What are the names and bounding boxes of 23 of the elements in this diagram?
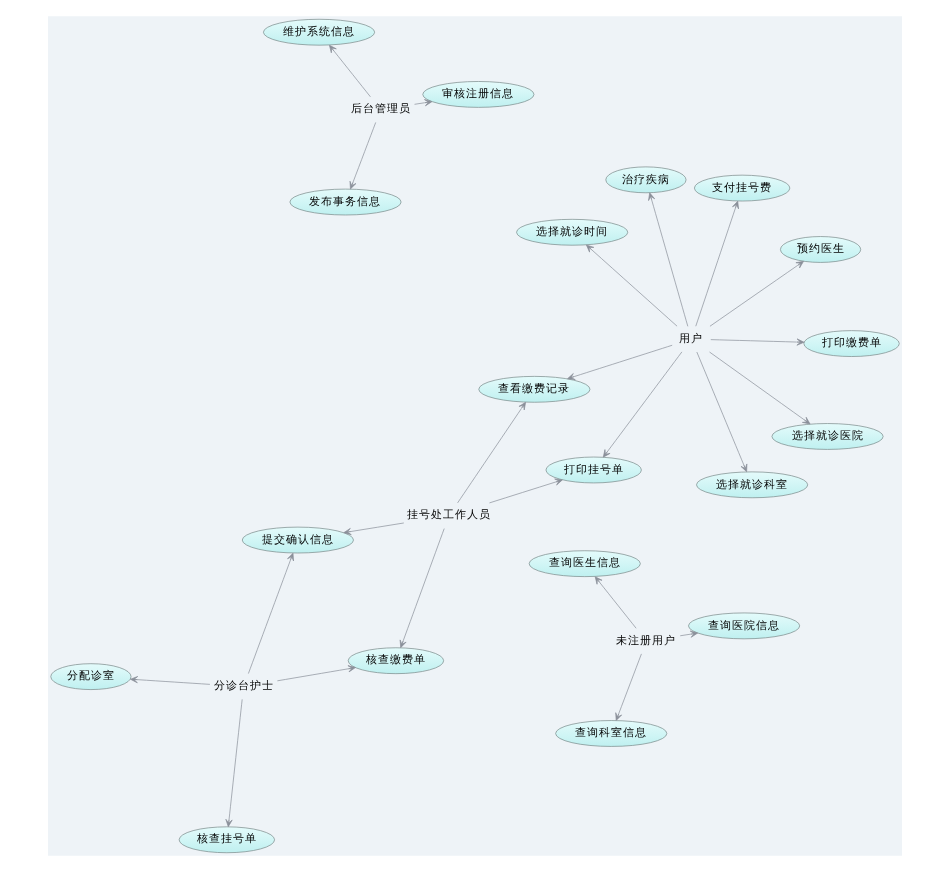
arrow — [708, 351, 810, 425]
arrow — [328, 44, 370, 98]
arrow — [601, 351, 682, 458]
arrow — [488, 478, 562, 504]
arrow — [276, 665, 355, 682]
arrow — [342, 522, 404, 536]
arrow — [247, 552, 293, 674]
arrow — [129, 676, 210, 685]
arrow — [413, 99, 432, 107]
arrow — [456, 402, 525, 504]
arrow — [224, 699, 242, 828]
arrow — [348, 122, 376, 190]
arrow — [709, 338, 804, 346]
arrow — [614, 653, 641, 721]
arrow — [708, 260, 803, 327]
arrow — [647, 192, 688, 327]
arrow — [398, 528, 444, 648]
arrow — [593, 576, 636, 629]
arrow — [695, 351, 747, 473]
arrow — [585, 244, 677, 327]
arrow — [678, 630, 697, 638]
arrow — [566, 344, 672, 380]
arrow — [694, 200, 738, 327]
